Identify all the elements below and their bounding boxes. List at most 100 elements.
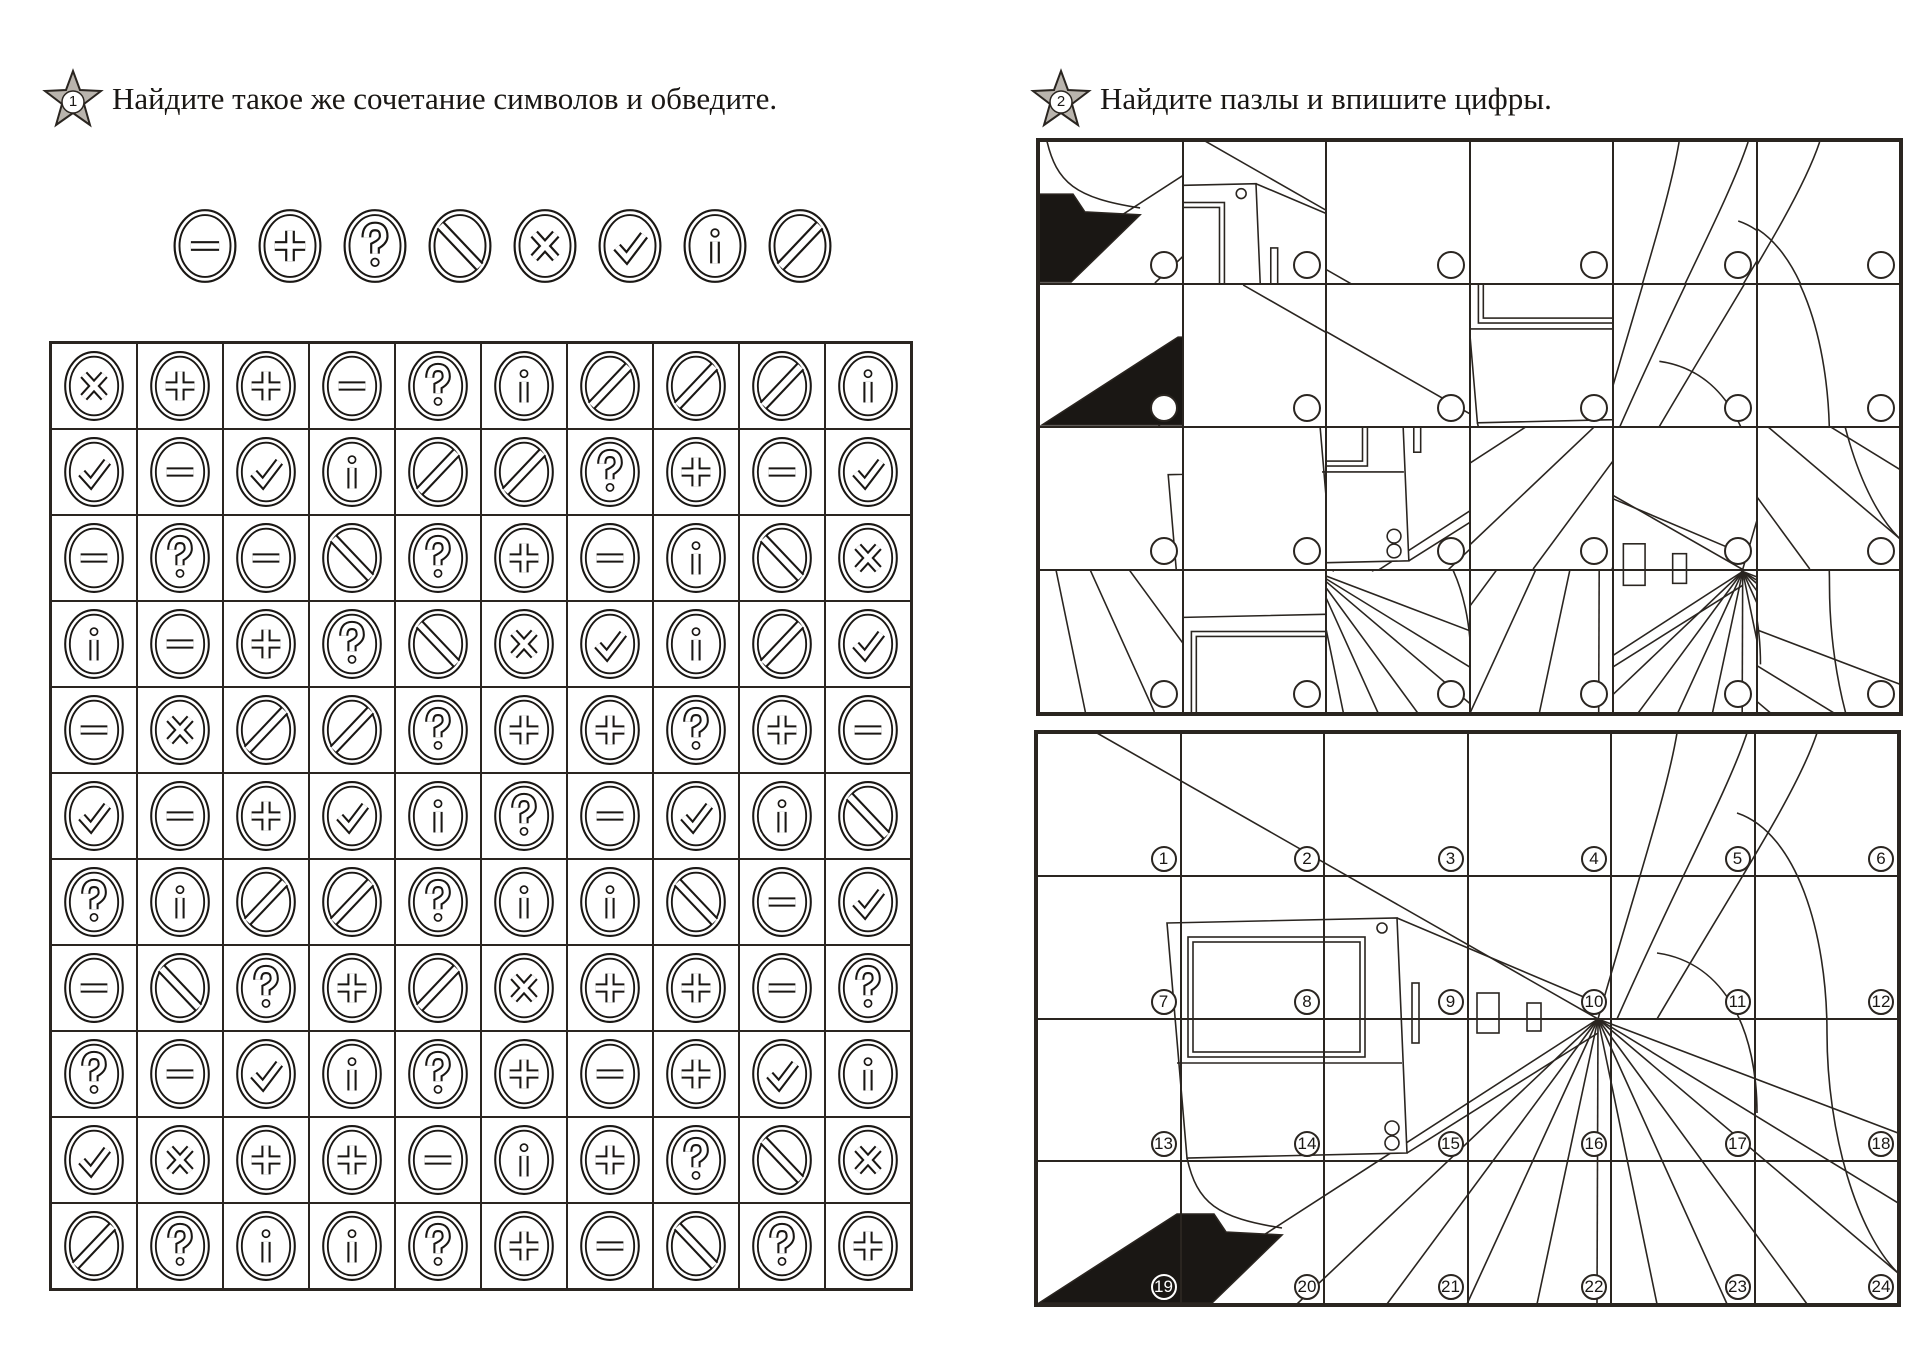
grid-cell[interactable] <box>223 945 309 1031</box>
grid-cell[interactable] <box>51 1031 137 1117</box>
answer-circle[interactable] <box>1436 680 1465 708</box>
answer-circle[interactable] <box>1723 251 1752 279</box>
grid-cell[interactable] <box>51 1203 137 1289</box>
grid-cell[interactable] <box>223 773 309 859</box>
grid-cell[interactable] <box>481 773 567 859</box>
grid-cell[interactable] <box>567 601 653 687</box>
grid-cell[interactable] <box>825 859 911 945</box>
grid-cell[interactable] <box>653 1117 739 1203</box>
grid-cell[interactable] <box>137 429 223 515</box>
grid-cell[interactable] <box>223 515 309 601</box>
puzzle-piece[interactable] <box>1613 570 1757 713</box>
grid-cell[interactable] <box>309 1031 395 1117</box>
grid-cell[interactable] <box>567 859 653 945</box>
grid-cell[interactable] <box>481 515 567 601</box>
grid-cell[interactable] <box>481 601 567 687</box>
grid-cell[interactable] <box>223 429 309 515</box>
grid-cell[interactable] <box>137 1031 223 1117</box>
grid-cell[interactable] <box>739 1117 825 1203</box>
grid-cell[interactable] <box>395 859 481 945</box>
grid-cell[interactable] <box>481 687 567 773</box>
grid-cell[interactable] <box>739 1031 825 1117</box>
grid-cell[interactable] <box>567 515 653 601</box>
grid-cell[interactable] <box>309 429 395 515</box>
grid-cell[interactable] <box>395 343 481 429</box>
grid-cell[interactable] <box>51 773 137 859</box>
grid-cell[interactable] <box>653 1031 739 1117</box>
grid-cell[interactable] <box>223 1203 309 1289</box>
puzzle-piece[interactable] <box>1469 570 1613 713</box>
puzzle-piece[interactable] <box>1039 141 1183 284</box>
grid-cell[interactable] <box>309 859 395 945</box>
grid-cell[interactable] <box>653 945 739 1031</box>
grid-cell[interactable] <box>395 773 481 859</box>
answer-circle[interactable] <box>1293 537 1321 565</box>
grid-cell[interactable] <box>739 859 825 945</box>
grid-cell[interactable] <box>739 515 825 601</box>
grid-cell[interactable] <box>309 1203 395 1289</box>
grid-cell[interactable] <box>51 945 137 1031</box>
grid-cell[interactable] <box>51 687 137 773</box>
puzzle-piece[interactable] <box>1039 284 1183 427</box>
grid-cell[interactable] <box>567 1117 653 1203</box>
grid-cell[interactable] <box>825 601 911 687</box>
answer-circle[interactable] <box>1149 680 1178 708</box>
grid-cell[interactable] <box>739 687 825 773</box>
grid-cell[interactable] <box>481 859 567 945</box>
grid-cell[interactable] <box>51 601 137 687</box>
puzzle-piece[interactable] <box>1756 141 1900 284</box>
grid-cell[interactable] <box>309 687 395 773</box>
grid-cell[interactable] <box>567 343 653 429</box>
grid-cell[interactable] <box>825 1203 911 1289</box>
grid-cell[interactable] <box>739 1203 825 1289</box>
puzzle-piece[interactable] <box>1182 570 1326 713</box>
grid-cell[interactable] <box>481 429 567 515</box>
grid-cell[interactable] <box>825 1031 911 1117</box>
grid-cell[interactable] <box>825 343 911 429</box>
answer-circle[interactable] <box>1149 537 1178 565</box>
grid-cell[interactable] <box>309 515 395 601</box>
grid-cell[interactable] <box>309 1117 395 1203</box>
grid-cell[interactable] <box>137 343 223 429</box>
grid-cell[interactable] <box>825 1117 911 1203</box>
puzzle-piece[interactable] <box>1756 427 1900 570</box>
grid-cell[interactable] <box>739 601 825 687</box>
grid-cell[interactable] <box>395 515 481 601</box>
grid-cell[interactable] <box>137 773 223 859</box>
answer-circle[interactable] <box>1436 394 1465 422</box>
grid-cell[interactable] <box>51 859 137 945</box>
grid-cell[interactable] <box>309 945 395 1031</box>
puzzle-piece[interactable] <box>1469 284 1613 427</box>
grid-cell[interactable] <box>653 859 739 945</box>
puzzle-piece[interactable] <box>1613 427 1757 570</box>
answer-circle[interactable] <box>1149 251 1178 279</box>
puzzle-piece[interactable] <box>1039 570 1183 713</box>
grid-cell[interactable] <box>395 687 481 773</box>
grid-cell[interactable] <box>51 515 137 601</box>
grid-cell[interactable] <box>137 515 223 601</box>
answer-circle[interactable] <box>1867 394 1895 422</box>
answer-circle[interactable] <box>1867 251 1895 279</box>
grid-cell[interactable] <box>825 429 911 515</box>
puzzle-piece[interactable] <box>1039 427 1183 570</box>
grid-cell[interactable] <box>739 773 825 859</box>
grid-cell[interactable] <box>137 1117 223 1203</box>
grid-cell[interactable] <box>223 859 309 945</box>
answer-circle[interactable] <box>1723 537 1752 565</box>
answer-circle[interactable] <box>1293 251 1321 279</box>
grid-cell[interactable] <box>653 773 739 859</box>
answer-circle[interactable] <box>1293 680 1321 708</box>
puzzle-piece[interactable] <box>1469 141 1613 284</box>
answer-circle[interactable] <box>1580 251 1608 279</box>
grid-cell[interactable] <box>567 773 653 859</box>
grid-cell[interactable] <box>567 1203 653 1289</box>
grid-cell[interactable] <box>51 1117 137 1203</box>
puzzle-piece[interactable] <box>1326 570 1470 713</box>
answer-circle[interactable] <box>1293 394 1321 422</box>
grid-cell[interactable] <box>395 945 481 1031</box>
answer-circle[interactable] <box>1436 537 1465 565</box>
grid-cell[interactable] <box>137 859 223 945</box>
grid-cell[interactable] <box>395 1117 481 1203</box>
answer-circle[interactable] <box>1580 537 1608 565</box>
grid-cell[interactable] <box>739 945 825 1031</box>
